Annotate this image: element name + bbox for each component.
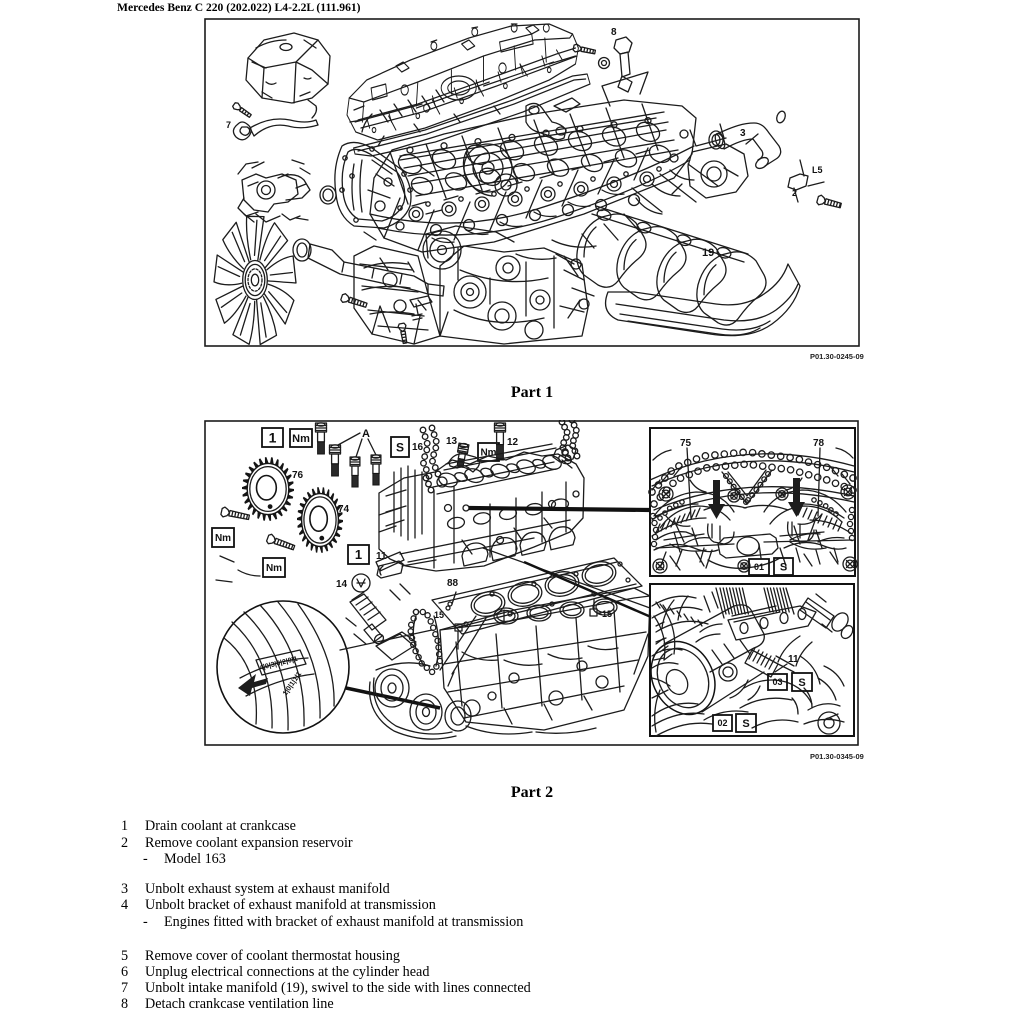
svg-text:7: 7 [226,120,231,130]
svg-text:19: 19 [702,247,714,259]
svg-text:1: 1 [355,547,362,562]
svg-text:1: 1 [269,430,277,446]
svg-text:03: 03 [772,677,782,687]
svg-text:01: 01 [754,562,764,572]
svg-text:2: 2 [792,188,797,198]
svg-text:74: 74 [338,504,350,515]
svg-text:12: 12 [507,437,519,448]
svg-text:Nm: Nm [480,448,496,459]
svg-text:78: 78 [813,438,825,449]
svg-text:3: 3 [740,128,746,139]
svg-text:15: 15 [434,610,444,620]
svg-text:S: S [780,561,787,573]
svg-text:76: 76 [292,470,304,481]
svg-text:S: S [396,440,404,454]
svg-text:L5: L5 [812,165,823,175]
svg-text:A: A [362,428,370,440]
svg-text:S: S [798,677,805,689]
svg-text:Nm: Nm [266,563,282,574]
svg-text:14: 14 [336,579,348,590]
svg-text:15: 15 [602,609,612,619]
svg-text:13: 13 [446,436,458,447]
svg-text:02: 02 [717,718,727,728]
svg-text:8: 8 [611,27,617,38]
svg-text:16: 16 [412,442,424,453]
svg-text:S: S [742,718,749,730]
svg-text:Nm: Nm [215,533,231,544]
svg-text:88: 88 [447,578,459,589]
svg-text:75: 75 [680,438,692,449]
svg-text:11: 11 [376,551,387,562]
svg-text:Nm: Nm [292,433,310,445]
svg-text:11: 11 [788,654,799,665]
